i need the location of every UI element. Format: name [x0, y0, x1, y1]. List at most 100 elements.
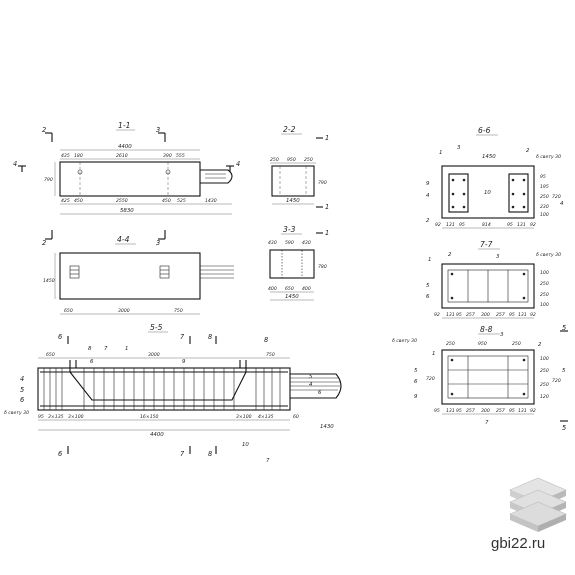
dim-88-b95b: 95 [456, 408, 462, 414]
dim-780: 780 [318, 264, 327, 270]
dim-3x100: 3×100 [68, 414, 84, 420]
label-4-left: 4 [20, 375, 24, 383]
label-7-bottom: 7 [266, 458, 270, 464]
dim-b-814: 814 [482, 222, 491, 228]
section-7-7: 7-7 1 2 3 δ свету 30 5 6 100 250 250 100… [426, 240, 561, 319]
dim-88-720: 720 [426, 376, 435, 382]
label-2-66: 2 [526, 148, 530, 154]
dim-3x100b: 3×100 [236, 414, 252, 420]
label-6-88: 6 [414, 379, 418, 385]
cut-2-top: 2 [42, 126, 46, 134]
label-5-88r: 5 [562, 368, 566, 374]
dim-750-44: 750 [174, 308, 183, 314]
dim-88-250b: 250 [512, 341, 521, 347]
label-8-right: 8 [264, 336, 268, 344]
cut-6-top: 6 [58, 333, 62, 341]
dim-2550: 2550 [116, 198, 128, 204]
dim-88-b95: 95 [434, 408, 440, 414]
label-2-66b: 2 [426, 218, 430, 224]
label-1: 1 [125, 346, 128, 352]
label-6-77: 6 [426, 294, 430, 300]
section-2-2: 2-2 1 250 950 250 790 1450 1 [270, 125, 329, 211]
dim-b-95: 95 [459, 222, 465, 228]
cover-note-88: δ свету 30 [392, 338, 417, 344]
dim-88-r250b: 250 [540, 382, 549, 388]
dim-77-131b: 131 [518, 312, 527, 318]
dim-2610: 2610 [116, 153, 128, 159]
label-5-right: 5 [309, 374, 313, 380]
dim-3x135: 3×135 [48, 414, 64, 420]
label-10: 10 [242, 442, 249, 448]
dim-1450-44: 1450 [43, 278, 55, 284]
label-1-88: 1 [432, 351, 435, 357]
label-8: 8 [88, 346, 92, 352]
section-3-3-title: 3-3 [283, 225, 296, 234]
cut-3-top: 3 [156, 126, 160, 134]
dim-4400-55: 4400 [150, 432, 164, 438]
section-1-1-title: 1-1 [118, 121, 130, 130]
cut-3-bottom: 3 [156, 239, 160, 247]
label-6: 6 [90, 359, 94, 365]
section-6-6: 6-6 1 3 2 δ свету 30 1450 9 4 10 2 4 95 … [426, 126, 564, 229]
dim-r-230: 230 [540, 204, 549, 210]
dim-r-720: 720 [552, 194, 561, 200]
section-6-6-title: 6-6 [478, 126, 491, 135]
cover-note-66: δ свету 30 [536, 154, 561, 160]
section-7-7-title: 7-7 [480, 240, 493, 249]
cut-5-bottom: 5 [562, 424, 566, 432]
dim-77-95: 95 [456, 312, 462, 318]
dim-88-720r: 720 [552, 378, 561, 384]
dim-1430-55: 1430 [320, 424, 334, 430]
section-2-2-title: 2-2 [283, 125, 296, 134]
section-3-3: 3-3 430 590 430 780 400 650 400 1450 1 [268, 225, 329, 301]
dim-525: 525 [177, 198, 186, 204]
dim-r-95: 95 [540, 174, 546, 180]
label-4-66: 4 [426, 193, 430, 199]
dim-b-131: 131 [446, 222, 455, 228]
dim-60: 60 [293, 414, 299, 420]
dim-430b: 430 [302, 240, 311, 246]
dim-77-r250b: 250 [540, 292, 549, 298]
dim-425: 425 [61, 198, 70, 204]
brand-site-label[interactable]: gbi22.ru [491, 535, 546, 552]
cut-7-top: 7 [180, 333, 185, 341]
section-5-5-title: 5-5 [150, 323, 163, 332]
label-1-66: 1 [439, 150, 442, 156]
label-3-77: 3 [496, 254, 500, 260]
dim-88-b95c: 95 [509, 408, 515, 414]
label-9-88: 9 [414, 394, 418, 400]
label-6-right: 6 [318, 390, 322, 396]
dim-88-b92: 92 [530, 408, 536, 414]
dim-4x135: 4×135 [258, 414, 274, 420]
dim-88-b131: 131 [446, 408, 455, 414]
dim-88-r250: 250 [540, 368, 549, 374]
dim-250b: 250 [304, 157, 313, 163]
dim-b-131b: 131 [517, 222, 526, 228]
cut-8-bottom: 8 [208, 450, 212, 458]
label-9-66: 9 [426, 181, 430, 187]
dim-88-b131b: 131 [518, 408, 527, 414]
dim-77-95b: 95 [509, 312, 515, 318]
dim-88-r120: 120 [540, 394, 549, 400]
dim-4400: 4400 [118, 144, 132, 150]
cut-4-left: 4 [13, 160, 17, 168]
dim-77-300: 300 [481, 312, 490, 318]
dim-450: 450 [74, 198, 83, 204]
dim-430a: 430 [268, 240, 277, 246]
dim-88-b257: 257 [466, 408, 475, 414]
section-1-1: 1-1 2 2 3 3 4 4 4400 435 180 2610 390 55… [13, 121, 240, 247]
dim-555: 555 [176, 153, 185, 159]
dim-77-r100b: 100 [540, 302, 549, 308]
dim-77-257: 257 [466, 312, 475, 318]
dim-77-r100: 100 [540, 270, 549, 276]
dim-95: 95 [38, 414, 44, 420]
cut-1-top: 1 [325, 134, 329, 142]
section-4-4: 4-4 1450 650 3000 750 [43, 235, 234, 315]
label-2-77: 2 [448, 252, 452, 258]
label-2-88: 2 [538, 342, 542, 348]
stacked-slabs-icon [509, 477, 567, 532]
dim-400b: 400 [302, 286, 311, 292]
cut-6-bottom: 6 [58, 450, 62, 458]
dim-b-92: 92 [435, 222, 441, 228]
